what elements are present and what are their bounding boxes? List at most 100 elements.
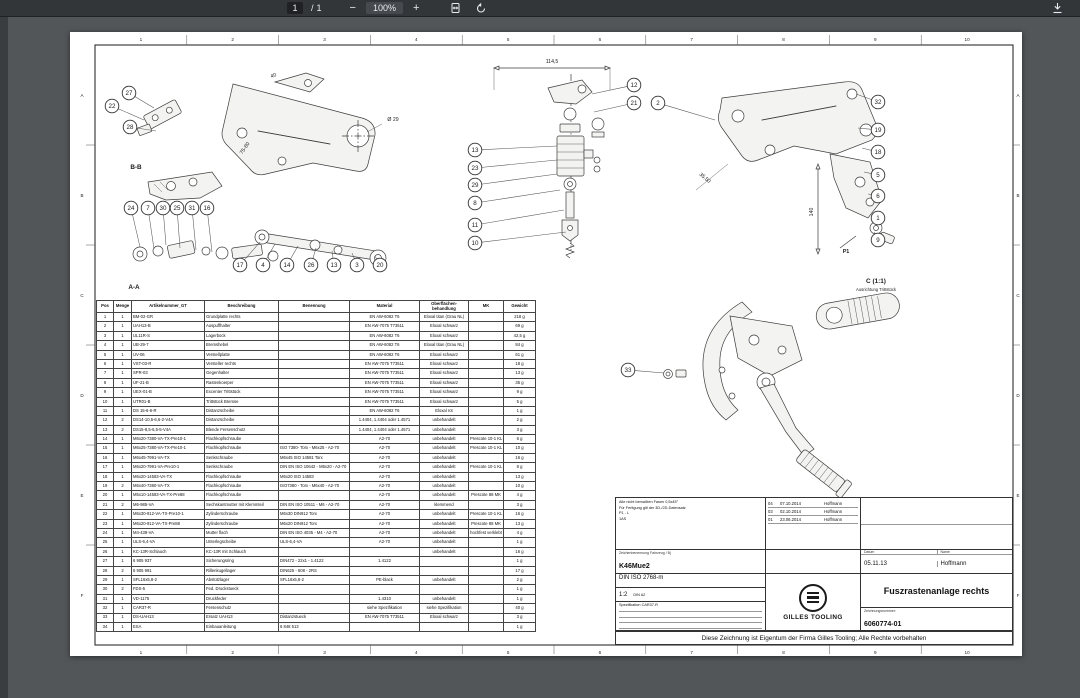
page-count: /1 — [311, 3, 322, 13]
svg-text:8: 8 — [782, 650, 785, 655]
svg-text:D: D — [1016, 393, 1020, 398]
svg-text:7: 7 — [690, 37, 693, 42]
zoom-in-button[interactable]: + — [413, 2, 420, 14]
svg-text:11: 11 — [472, 222, 479, 229]
download-button[interactable] — [1049, 2, 1066, 14]
svg-text:16: 16 — [204, 205, 211, 212]
svg-text:5: 5 — [507, 650, 510, 655]
svg-text:2: 2 — [656, 100, 660, 107]
rotate-button[interactable] — [472, 2, 490, 14]
svg-text:1: 1 — [140, 650, 143, 655]
drawing-number-field: Zeichnungsnummer: 6060774-01 — [861, 608, 1012, 630]
company-name: GILLES TOOLING — [783, 613, 843, 621]
svg-text:140: 140 — [809, 208, 815, 217]
page-number-input[interactable]: 1 — [287, 2, 303, 14]
created-name: Hoffmann — [936, 561, 1013, 567]
svg-text:2: 2 — [231, 650, 234, 655]
svg-text:A-A: A-A — [128, 284, 140, 291]
svg-text:4: 4 — [415, 37, 418, 42]
page-separator: / — [311, 3, 314, 13]
ownership-note: Diese Zeichnung ist Eigentum der Firma G… — [615, 631, 1013, 645]
svg-text:6: 6 — [599, 650, 602, 655]
approval-area — [861, 498, 1012, 550]
svg-text:C: C — [80, 293, 84, 298]
svg-text:33: 33 — [625, 367, 632, 374]
svg-text:A: A — [80, 93, 84, 98]
toolbar-controls: 1 /1 − 100% + — [287, 0, 490, 16]
titleblock: Alle nicht bemaßten Fasen 0,5x45°Für Fer… — [615, 497, 1013, 631]
svg-text:P1: P1 — [843, 249, 850, 255]
date-name-field: Datum Name 05.11.13 Hoffmann — [861, 550, 1012, 574]
svg-text:5: 5 — [507, 37, 510, 42]
titleblock-notes: Alle nicht bemaßten Fasen 0,5x45°Für Fer… — [616, 498, 765, 550]
svg-text:B: B — [1016, 193, 1019, 198]
pdf-toolbar: 1 /1 − 100% + — [0, 0, 1080, 17]
svg-text:21: 21 — [631, 100, 638, 107]
svg-text:23: 23 — [472, 165, 479, 172]
zoom-out-button[interactable]: − — [349, 2, 356, 14]
svg-text:10: 10 — [965, 650, 971, 655]
svg-text:4: 4 — [261, 262, 265, 269]
zoom-level[interactable]: 100% — [365, 2, 403, 14]
drawing-number-value: 6060774-01 — [864, 621, 902, 628]
svg-text:20: 20 — [377, 262, 384, 269]
spec-label: Spezifikation CAR37-R — [619, 603, 658, 607]
created-date: 05.11.13 — [864, 561, 887, 567]
assembly-exploded-top-left — [132, 72, 387, 267]
svg-text:24: 24 — [128, 205, 135, 212]
project-label: Zeichenbenennung Fahrzeug / Bj — [619, 551, 671, 555]
svg-text:8: 8 — [782, 37, 785, 42]
svg-text:114,5: 114,5 — [546, 59, 559, 65]
svg-text:31: 31 — [189, 205, 196, 212]
svg-text:F: F — [81, 593, 84, 598]
svg-text:13: 13 — [472, 147, 479, 154]
sheet-format: DIN A2 — [633, 592, 646, 597]
svg-text:C (1:1): C (1:1) — [866, 278, 886, 285]
date-label: Datum — [864, 550, 875, 554]
svg-text:7: 7 — [146, 205, 150, 212]
svg-text:A: A — [1016, 93, 1020, 98]
svg-text:9: 9 — [876, 237, 880, 244]
svg-text:8: 8 — [473, 200, 477, 207]
svg-text:10: 10 — [965, 37, 971, 42]
gilles-logo-icon — [799, 583, 827, 612]
fit-to-page-button[interactable] — [447, 2, 464, 14]
svg-text:3: 3 — [323, 37, 326, 42]
svg-text:6: 6 — [599, 37, 602, 42]
svg-text:29: 29 — [472, 182, 479, 189]
svg-text:6: 6 — [876, 193, 880, 200]
svg-text:12: 12 — [631, 82, 638, 89]
svg-text:E: E — [1016, 493, 1019, 498]
